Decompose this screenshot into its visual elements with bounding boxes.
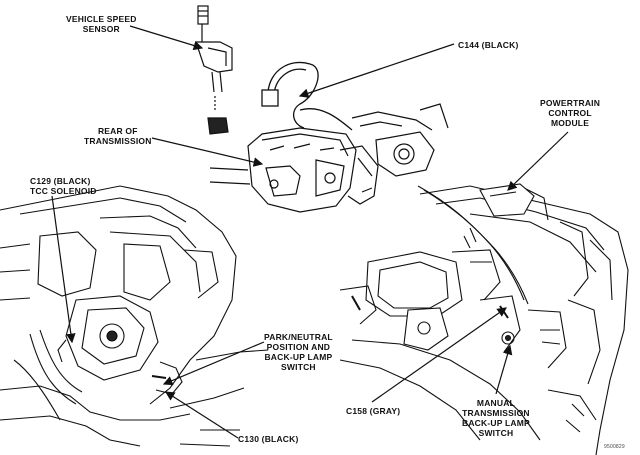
label-powertrain-control-module: POWERTRAIN CONTROL MODULE <box>540 98 600 128</box>
label-line: BACK-UP LAMP <box>264 352 333 362</box>
label-park-neutral-switch: PARK/NEUTRAL POSITION AND BACK-UP LAMP S… <box>264 332 333 372</box>
label-line: MODULE <box>551 118 590 128</box>
label-line: TCC SOLENOID <box>30 186 97 196</box>
arrow-powertrain-control-module <box>507 131 569 191</box>
vehicle-speed-sensor-art <box>195 5 233 135</box>
label-vehicle-speed-sensor: VEHICLE SPEED SENSOR <box>66 14 137 34</box>
label-rear-of-transmission: REAR OF TRANSMISSION <box>84 126 152 146</box>
label-line: C144 (BLACK) <box>458 40 519 50</box>
label-line: POWERTRAIN <box>540 98 601 108</box>
arrow-rear-of-transmission <box>151 137 264 167</box>
c144-connector-art <box>261 61 353 131</box>
label-line: SWITCH <box>478 428 514 438</box>
left-engine-block-art <box>0 185 269 447</box>
label-line: CONTROL <box>548 108 592 118</box>
label-line: C130 (BLACK) <box>238 434 299 444</box>
label-c158: C158 (GRAY) <box>346 406 400 416</box>
arrow-c158 <box>371 307 507 403</box>
arrow-c144 <box>298 43 455 98</box>
label-line: POSITION AND <box>266 342 331 352</box>
label-line: REAR OF <box>97 126 138 136</box>
label-line: MANUAL <box>476 398 515 408</box>
label-line: VEHICLE SPEED <box>66 14 137 24</box>
label-manual-transmission-switch: MANUAL TRANSMISSION BACK-UP LAMP SWITCH <box>462 398 530 438</box>
label-line: TRANSMISSION <box>84 136 152 146</box>
arrow-c129 <box>51 195 76 344</box>
label-c130: C130 (BLACK) <box>238 434 299 444</box>
right-engine-compartment-art <box>339 183 629 455</box>
label-c129-tcc-solenoid: C129 (BLACK) TCC SOLENOID <box>30 176 97 196</box>
leader-arrows <box>51 25 569 439</box>
arrow-vehicle-speed-sensor <box>129 25 204 51</box>
label-line: SENSOR <box>82 24 120 34</box>
label-line: 9500829 <box>604 444 625 450</box>
label-line: TRANSMISSION <box>462 408 530 418</box>
label-line: BACK-UP LAMP <box>462 418 530 428</box>
label-line: PARK/NEUTRAL <box>264 332 333 342</box>
label-line: C158 (GRAY) <box>346 406 401 416</box>
arrow-c130 <box>164 391 239 439</box>
transmission-housing-art <box>209 103 449 213</box>
label-line: C129 (BLACK) <box>30 176 91 186</box>
arrow-manual-switch <box>495 344 513 395</box>
label-line: SWITCH <box>281 362 316 372</box>
figure-code: 9500829 <box>604 442 625 452</box>
arrow-park-neutral-switch <box>162 341 265 386</box>
label-c144: C144 (BLACK) <box>458 40 519 50</box>
